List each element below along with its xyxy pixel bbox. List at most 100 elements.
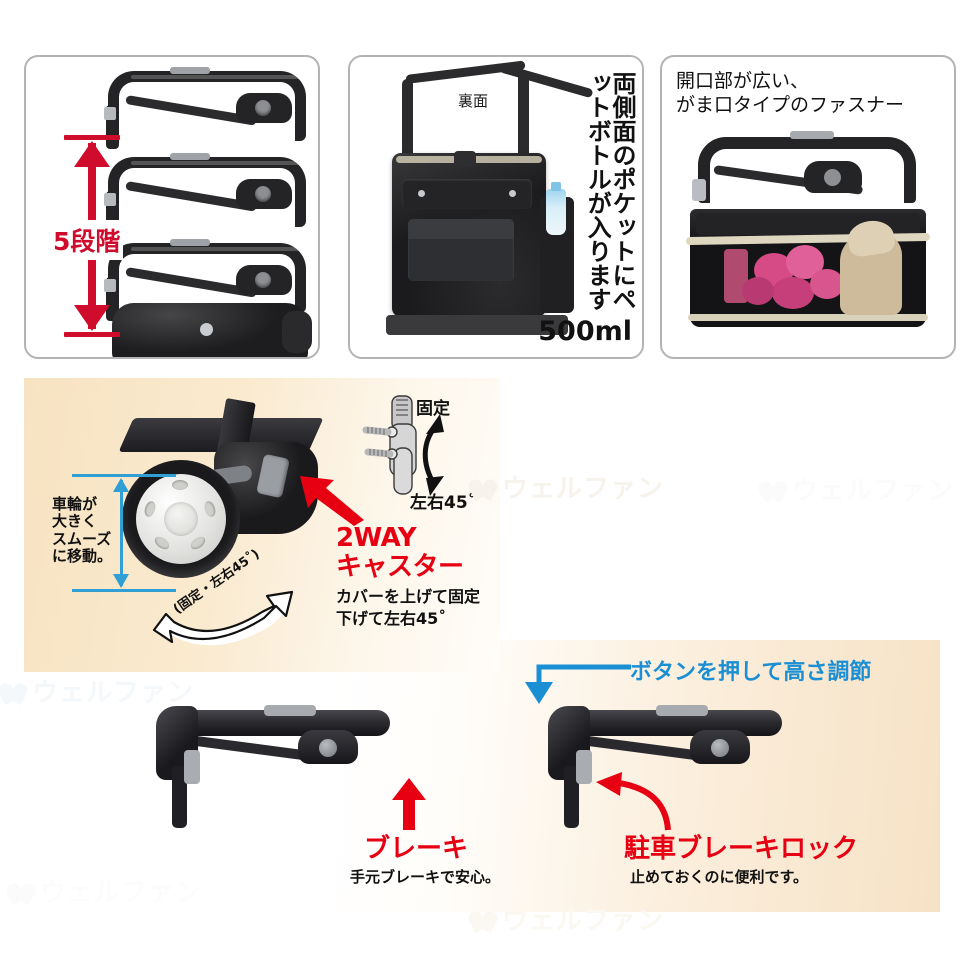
handle-pivot bbox=[804, 161, 862, 193]
lock-pointer-arrow-icon bbox=[596, 772, 671, 831]
parking-brake-lock-lever[interactable] bbox=[576, 750, 592, 784]
watermark: ウェルファン bbox=[760, 470, 954, 507]
handle-position-top bbox=[104, 67, 310, 149]
measure-shaft bbox=[120, 480, 123, 586]
brake-panel: ボタンを押して高さ調節 ブレーキ 手元ブレーキで安心。 駐車ブレーキロック 止め… bbox=[156, 640, 940, 912]
wheel-size-arrow-icon bbox=[58, 474, 176, 592]
handle-pivot bbox=[690, 730, 750, 764]
handle-joint-brake bbox=[156, 700, 390, 828]
water-bottle bbox=[546, 182, 566, 235]
height-button-caption: ボタンを押して高さ調節 bbox=[630, 660, 872, 685]
handle-stack-photo bbox=[104, 67, 314, 339]
watermark-text: ウェルファン bbox=[792, 476, 955, 506]
wheel-size-caption: 車輪が 大きく スムーズ に移動。 bbox=[52, 495, 113, 566]
back-side-label: 裏面 bbox=[458, 92, 489, 110]
handle-clip bbox=[104, 193, 116, 206]
release-button bbox=[170, 67, 210, 74]
handle-crossbar-right bbox=[498, 63, 594, 99]
release-button bbox=[170, 153, 210, 160]
hub-slot bbox=[202, 499, 218, 519]
caster-description: カバーを上げて固定 下げて左右45˚ bbox=[336, 586, 480, 629]
height-steps-label: 5段階 bbox=[50, 220, 124, 260]
cart-bag-back bbox=[392, 151, 546, 317]
arrow-head-up-icon bbox=[74, 141, 110, 167]
wide-opening-caption-line1: 開口部が広い、 bbox=[676, 70, 810, 92]
brand-heart-icon bbox=[0, 679, 26, 703]
cart-back-photo bbox=[350, 57, 642, 357]
cart-wheel bbox=[282, 311, 312, 353]
caster-desc-line2: 下げて左右45˚ bbox=[336, 608, 447, 628]
handle-clip bbox=[692, 179, 706, 201]
handle-pivot bbox=[298, 730, 358, 764]
grocery-flower bbox=[772, 277, 814, 309]
height-adjust-button[interactable] bbox=[264, 705, 316, 716]
height-button-pointer-icon bbox=[525, 664, 631, 704]
brand-heart-icon bbox=[8, 879, 34, 903]
cart-bag-bottom bbox=[112, 303, 308, 357]
grocery-flower bbox=[810, 269, 844, 299]
handle-pivot bbox=[236, 265, 292, 295]
handle-pivot bbox=[236, 93, 292, 123]
caster-title-line1: 2WAY bbox=[336, 523, 417, 553]
cart-handle bbox=[698, 131, 916, 203]
bag-lower-pocket bbox=[408, 219, 514, 281]
arrow-head-down-icon bbox=[74, 305, 110, 331]
cart-base-plate bbox=[386, 315, 568, 335]
handle-position-middle bbox=[104, 153, 310, 235]
caster-title: 2WAY キャスター bbox=[336, 523, 464, 583]
bottle-volume-label: 500ml bbox=[538, 316, 632, 347]
basket-brim-bottom bbox=[688, 314, 928, 321]
arrow-head-up-icon bbox=[113, 478, 129, 492]
brake-pointer-arrow-icon bbox=[392, 778, 426, 830]
height-adjust-button[interactable] bbox=[656, 705, 708, 716]
release-button bbox=[170, 239, 210, 246]
swivel-arc-icon bbox=[152, 590, 294, 646]
grocery-sack bbox=[840, 233, 902, 315]
bag-tab bbox=[454, 151, 476, 167]
cover-mechanism-diagram bbox=[362, 395, 444, 496]
handle-post bbox=[172, 766, 187, 828]
side-pocket-caption: 両側面のポケットにペットボトルが入ります bbox=[583, 71, 636, 311]
hub-center bbox=[164, 502, 198, 536]
caster-swivel-label: 左右45˚ bbox=[410, 493, 477, 513]
range-cap-bottom bbox=[64, 332, 120, 337]
hub-slot bbox=[188, 534, 208, 552]
watermark: ウェルファン bbox=[8, 872, 202, 909]
brake-description: 手元ブレーキで安心。 bbox=[350, 868, 501, 886]
watermark-text: ウェルファン bbox=[502, 474, 665, 504]
caster-wheel bbox=[122, 460, 240, 578]
wide-opening-caption-line2: がま口タイプのファスナー bbox=[676, 94, 905, 117]
wide-opening-panel: 開口部が広い、 がま口タイプのファスナー bbox=[660, 55, 956, 359]
brake-lever[interactable] bbox=[184, 750, 200, 784]
measure-line-top bbox=[72, 474, 176, 477]
bag-upper-pocket bbox=[402, 179, 532, 209]
parking-brake-lock-description: 止めておくのに便利です。 bbox=[630, 868, 809, 886]
wheel-hub bbox=[136, 474, 226, 564]
release-button bbox=[790, 131, 834, 139]
handle-post-left bbox=[402, 79, 413, 207]
handle-clip bbox=[104, 107, 116, 120]
caster-desc-line1: カバーを上げて固定 bbox=[336, 587, 481, 606]
grocery-flower bbox=[742, 277, 774, 305]
parking-brake-lock-title: 駐車ブレーキロック bbox=[624, 834, 859, 864]
caster-title-line2: キャスター bbox=[336, 552, 464, 583]
handle-joint-lock bbox=[548, 700, 782, 828]
brake-title: ブレーキ bbox=[364, 834, 469, 864]
handle-pivot bbox=[236, 179, 292, 209]
height-adjustment-panel: 5段階 bbox=[24, 55, 320, 359]
range-cap-top bbox=[64, 135, 120, 140]
arrow-head-down-icon bbox=[113, 574, 129, 588]
caster-panel: 車輪が 大きく スムーズ に移動。 (固定・左右45˚) bbox=[24, 378, 500, 672]
hub-slot bbox=[172, 480, 188, 490]
watermark-text: ウェルファン bbox=[40, 878, 203, 908]
wide-opening-caption: 開口部が広い、 がま口タイプのファスナー bbox=[676, 69, 950, 118]
back-pockets-panel: 裏面 両側面のポケットにペットボトルが入ります 500ml bbox=[348, 55, 644, 359]
handle-post-right bbox=[518, 71, 529, 207]
handle-position-bottom bbox=[104, 239, 310, 321]
caster-pointer-arrow-icon bbox=[300, 476, 364, 526]
handle-clip bbox=[104, 279, 116, 292]
caster-fixed-label: 固定 bbox=[416, 399, 450, 419]
brand-heart-icon bbox=[760, 477, 786, 501]
measure-line-bottom bbox=[72, 589, 176, 592]
